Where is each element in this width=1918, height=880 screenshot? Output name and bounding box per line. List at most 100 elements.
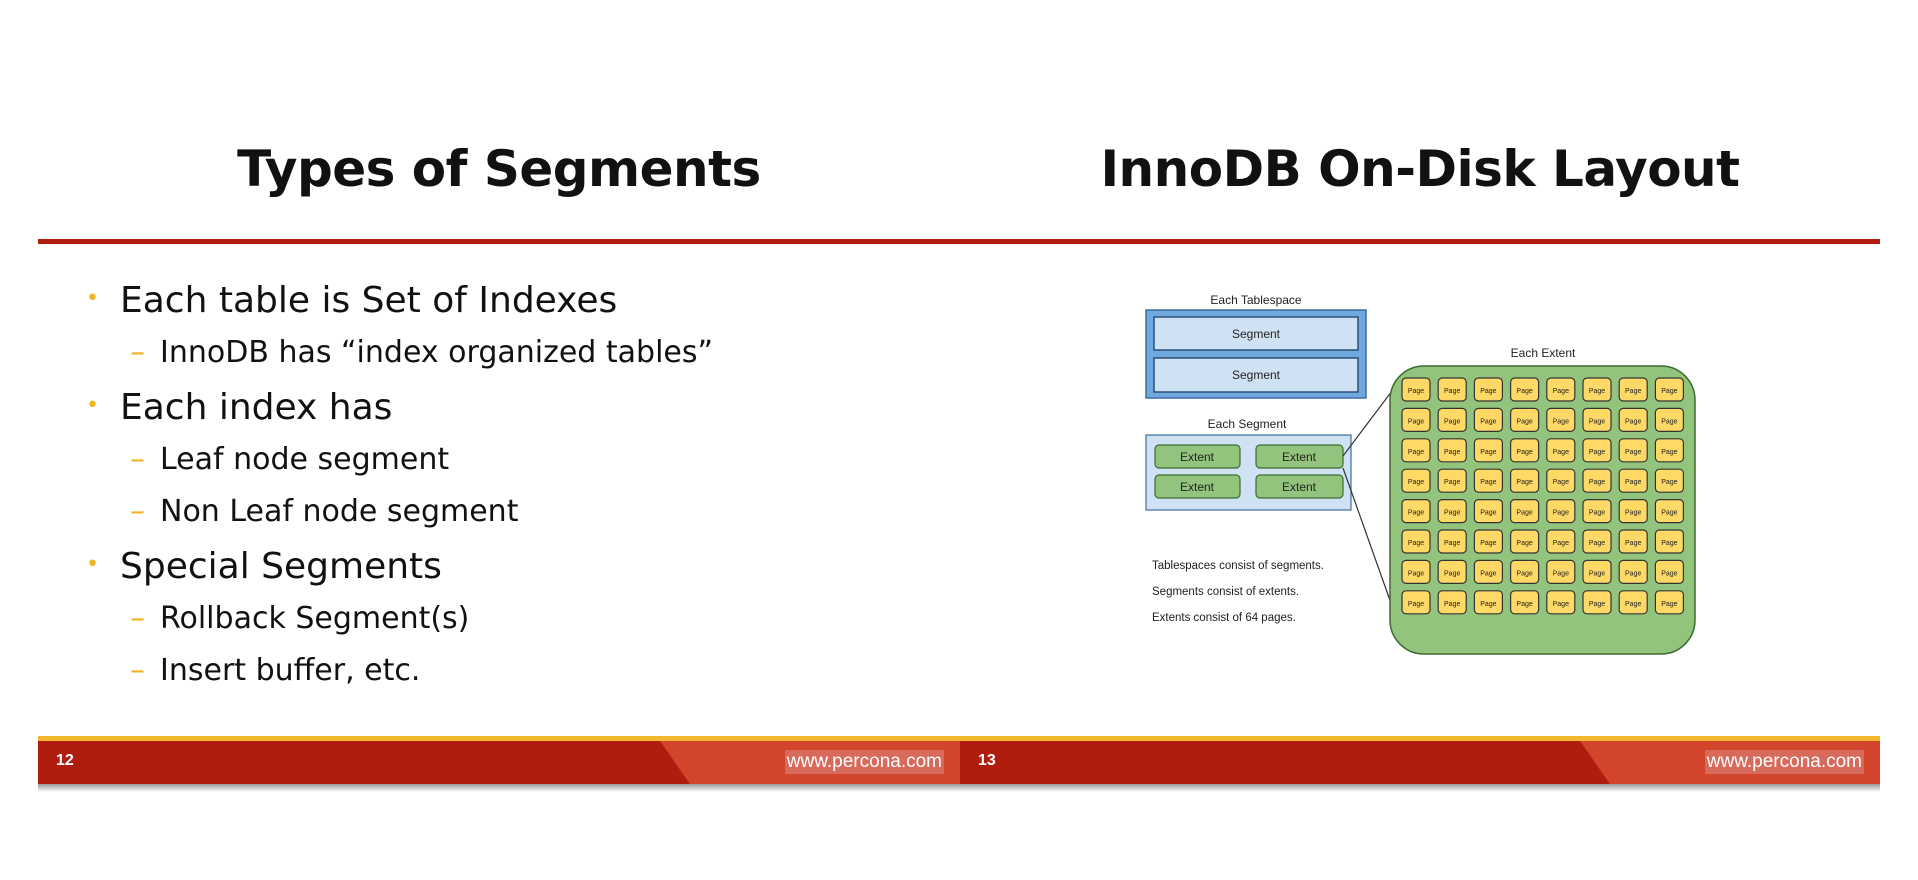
page-box [1582, 407, 1612, 433]
page-label: Page [1480, 601, 1496, 608]
page-box [1473, 377, 1503, 402]
slide-title: InnoDB On-Disk Layout [1100, 140, 1740, 198]
tablespace-segment-box [1153, 316, 1359, 351]
page-box [1510, 499, 1540, 524]
tablespace-label: Each Tablespace [1210, 293, 1302, 307]
page-label: Page [1553, 570, 1569, 577]
page-label: Page [1661, 540, 1677, 547]
page-box [1510, 468, 1540, 493]
page-box [1437, 438, 1467, 463]
page-box [1401, 559, 1431, 584]
page-label: Page [1408, 601, 1424, 608]
page-number: 13 [978, 752, 996, 769]
extent-label-title: Each Extent [1511, 346, 1576, 360]
page-label: Page [1589, 540, 1605, 547]
page-label: Page [1516, 418, 1532, 425]
page-label: Page [1661, 510, 1677, 517]
extent-container [1389, 365, 1696, 655]
page-label: Page [1444, 449, 1460, 456]
page-label: Page [1589, 449, 1605, 456]
note-text: Extents consist of 64 pages. [1152, 612, 1296, 624]
tablespace-segment-label: Segment [1232, 327, 1281, 341]
page-box [1401, 468, 1431, 493]
footer-url-link[interactable]: www.percona.com [784, 750, 944, 774]
page-label: Page [1444, 479, 1460, 486]
page-box [1437, 590, 1467, 615]
page-box [1510, 529, 1540, 554]
connector-line [1342, 467, 1393, 607]
page-box [1473, 407, 1503, 433]
page-box [1546, 590, 1576, 615]
page-label: Page [1444, 418, 1460, 425]
tablespace-segment-label: Segment [1232, 368, 1281, 382]
page-label: Page [1444, 570, 1460, 577]
bullet-text: InnoDB has “index organized tables” [160, 335, 714, 370]
page-box [1546, 468, 1576, 493]
page-label: Page [1589, 570, 1605, 577]
page-box [1510, 590, 1540, 615]
sub-bullet-item: –Leaf node segment [86, 440, 946, 492]
page-label: Page [1589, 601, 1605, 608]
page-label: Page [1661, 388, 1677, 395]
bullet-text: Rollback Segment(s) [160, 601, 470, 636]
page-label: Page [1480, 540, 1496, 547]
page-box [1546, 529, 1576, 554]
page-label: Page [1553, 449, 1569, 456]
page-box [1582, 377, 1612, 402]
slide-title: Types of Segments [237, 140, 761, 198]
page-box [1654, 407, 1685, 433]
page-box [1654, 559, 1685, 584]
page-box [1401, 499, 1431, 524]
bullet-text: Each table is Set of Indexes [120, 280, 618, 321]
page-label: Page [1661, 601, 1677, 608]
page-box [1618, 590, 1648, 615]
page-label: Page [1625, 418, 1641, 425]
extent-label: Extent [1180, 480, 1215, 494]
extent-label: Extent [1282, 450, 1317, 464]
page-label: Page [1625, 570, 1641, 577]
page-box [1654, 468, 1685, 493]
extent-label: Extent [1180, 450, 1215, 464]
page-box [1582, 559, 1612, 584]
page-label: Page [1589, 510, 1605, 517]
page-label: Page [1480, 479, 1496, 486]
page-label: Page [1625, 510, 1641, 517]
bullet-item: •Special Segments [86, 544, 946, 599]
page-label: Page [1553, 540, 1569, 547]
note-text: Tablespaces consist of segments. [1152, 560, 1324, 572]
extent-box [1255, 474, 1344, 499]
page-label: Page [1661, 418, 1677, 425]
extent-box [1154, 444, 1241, 469]
bullet-text: Each index has [120, 387, 393, 428]
page-label: Page [1553, 601, 1569, 608]
page-box [1510, 438, 1540, 463]
bullet-text: Leaf node segment [160, 442, 450, 477]
footer-accent-line [960, 736, 1880, 741]
page-label: Page [1480, 418, 1496, 425]
page-box [1437, 468, 1467, 493]
page-label: Page [1553, 479, 1569, 486]
page-label: Page [1408, 418, 1424, 425]
footer-accent-line [38, 736, 960, 741]
sub-bullet-item: –InnoDB has “index organized tables” [86, 333, 946, 385]
sub-bullet-item: –Insert buffer, etc. [86, 651, 946, 703]
bullet-dot-icon: • [86, 286, 99, 311]
page-box [1582, 529, 1612, 554]
footer-bar-12: 12 www.percona.com [38, 736, 960, 784]
page-box [1582, 499, 1612, 524]
page-box [1401, 590, 1431, 615]
page-label: Page [1408, 510, 1424, 517]
extent-box [1154, 474, 1241, 499]
page-box [1618, 407, 1648, 433]
page-box [1546, 377, 1576, 402]
bullet-text: Non Leaf node segment [160, 494, 519, 529]
page-box [1473, 590, 1503, 615]
page-box [1618, 499, 1648, 524]
page-label: Page [1516, 601, 1532, 608]
page-label: Page [1625, 601, 1641, 608]
page-label: Page [1661, 570, 1677, 577]
page-label: Page [1444, 388, 1460, 395]
footer-url-link[interactable]: www.percona.com [1704, 750, 1864, 774]
footer-shadow [38, 784, 960, 792]
page-box [1546, 499, 1576, 524]
